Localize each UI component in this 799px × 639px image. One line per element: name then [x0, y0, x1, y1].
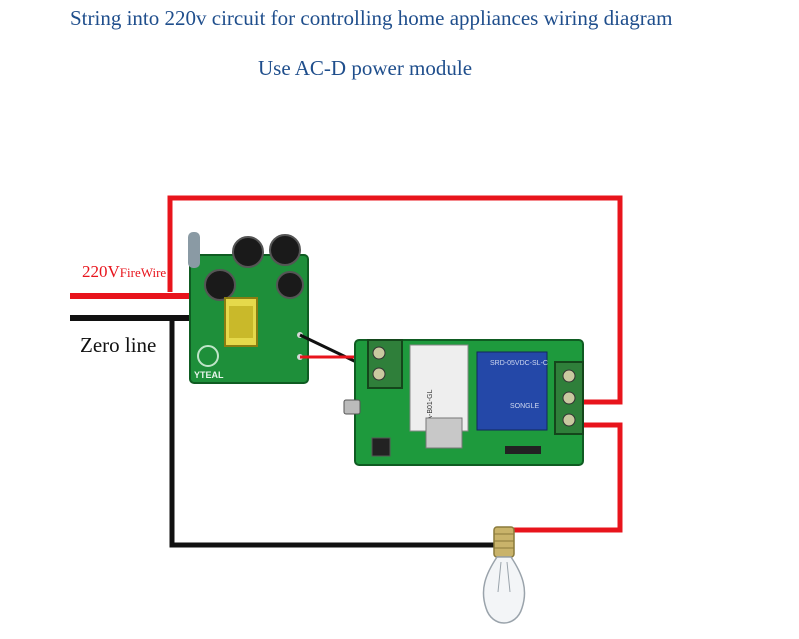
live-voltage-label: 220V [82, 262, 120, 281]
relay-label: SRD-05VDC-SL-C [490, 360, 548, 367]
live-wire-label: 220VFireWire [82, 262, 166, 282]
power-module: YTEAL [188, 232, 309, 384]
live-wire-lamp [505, 422, 623, 533]
wifi-module-label: PSA-B01-GL [427, 389, 434, 430]
relay-brand: SONGLE [510, 403, 540, 410]
neutral-wire-label: Zero line [80, 333, 157, 357]
diagram-title: String into 220v circuit for controlling… [70, 6, 673, 30]
firewire-label: FireWire [119, 265, 167, 280]
neutral-wire-return [169, 318, 498, 548]
wifi-relay-board: PSA-B01-GL SRD-05VDC-SL-C SONGLE [343, 339, 584, 466]
diagram-subtitle: Use AC-D power module [258, 56, 473, 80]
light-bulb [482, 526, 526, 624]
power-module-label: YTEAL [194, 370, 224, 380]
live-wire-top [167, 195, 623, 405]
